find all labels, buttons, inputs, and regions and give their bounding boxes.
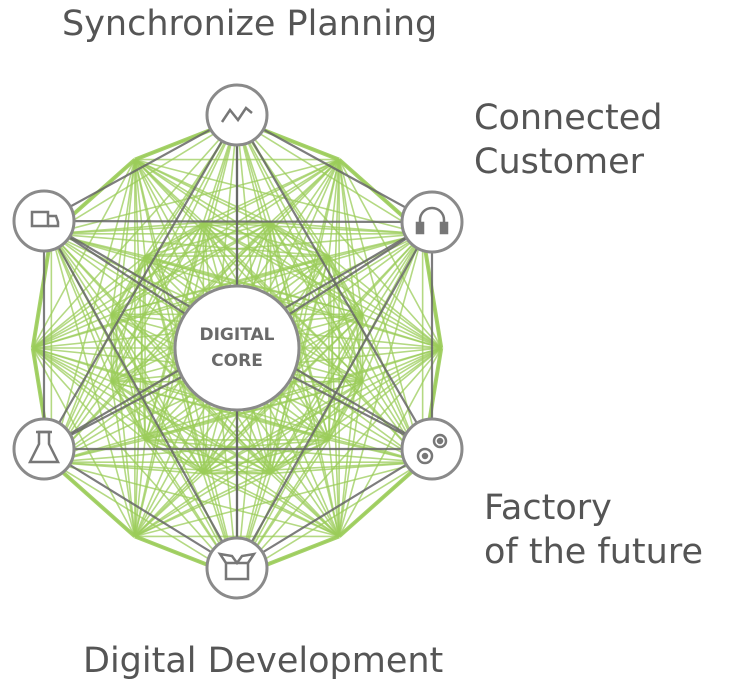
flask-icon: [27, 430, 61, 464]
mesh-line: [144, 158, 340, 257]
mesh-line: [32, 347, 330, 441]
mesh-line: [134, 158, 330, 257]
mesh-line: [110, 313, 272, 475]
factory-of-the-future-label: Factory of the future: [484, 486, 703, 574]
mesh-line: [328, 255, 364, 315]
node-connection-line: [236, 114, 433, 223]
synchronize-planning-label: Synchronize Planning: [62, 4, 438, 44]
mesh-line: [144, 221, 204, 257]
mesh-line: [328, 347, 442, 441]
node-connection-line: [236, 448, 433, 569]
bottom-node: [205, 536, 269, 600]
mesh-line: [110, 381, 146, 441]
mesh-line: [134, 159, 146, 440]
mesh-line: [202, 221, 364, 383]
node-connection-line: [43, 114, 238, 450]
mesh-line: [203, 158, 340, 224]
node-connection-line: [236, 114, 433, 450]
mesh-line: [328, 381, 364, 441]
mesh-line: [32, 347, 272, 475]
mesh-line: [50, 233, 136, 537]
mesh-line: [110, 222, 205, 383]
mesh-line: [144, 439, 271, 475]
mesh-line: [134, 222, 205, 537]
mesh-line: [110, 158, 340, 316]
mesh-line: [144, 222, 205, 441]
mesh-line: [50, 233, 146, 441]
lower-left-node: [12, 417, 76, 481]
mesh-line: [110, 159, 136, 382]
mesh-line: [134, 472, 204, 538]
mesh-rim-line: [30, 233, 54, 349]
gears-icon: [416, 433, 448, 465]
mesh-line: [134, 158, 364, 316]
mesh-line: [362, 347, 442, 383]
mesh-rim-line: [337, 460, 424, 538]
mesh-line: [32, 347, 146, 441]
mesh-line: [202, 221, 363, 316]
box-icon: [217, 552, 257, 581]
mesh-line: [270, 221, 442, 349]
mesh-line: [134, 439, 330, 538]
core-line1: DIGITAL: [200, 325, 275, 345]
mesh-line: [134, 159, 146, 257]
mesh-line: [110, 255, 146, 315]
line-chart-icon: [220, 106, 253, 123]
mesh-line: [270, 221, 330, 257]
mesh-line: [202, 347, 442, 475]
mesh-line: [144, 255, 363, 316]
mesh-line: [144, 255, 205, 474]
mesh-line: [110, 381, 204, 475]
mesh-line: [328, 439, 340, 537]
mesh-line: [51, 221, 271, 235]
mesh-line: [361, 233, 424, 315]
node-connection-line: [236, 221, 433, 569]
mesh-line: [110, 221, 204, 315]
digital-development-label: Digital Development: [83, 641, 444, 681]
mesh-line: [32, 347, 136, 537]
mesh-line: [111, 380, 330, 441]
mesh-line: [134, 380, 364, 538]
mesh-line: [328, 159, 340, 257]
node-connection-line: [43, 114, 238, 222]
factory-line1: Factory: [484, 488, 612, 528]
mesh-rim-line: [50, 460, 137, 538]
mesh-line: [269, 222, 340, 537]
mesh-line: [144, 439, 340, 538]
upper-left-node: [12, 189, 76, 253]
mesh-line: [51, 461, 204, 475]
mesh-line: [110, 159, 136, 315]
mesh-line: [32, 347, 112, 383]
mesh-line: [134, 439, 146, 537]
digital-core: DIGITAL CORE: [173, 284, 301, 412]
truck-icon: [30, 210, 60, 228]
mesh-line: [338, 381, 364, 537]
mesh-line: [50, 461, 238, 578]
node-connection-line: [43, 448, 238, 569]
mesh-line: [134, 159, 205, 474]
mesh-line: [134, 158, 204, 224]
core-line2: CORE: [211, 351, 263, 371]
lower-right-node: [400, 417, 464, 481]
mesh-line: [236, 255, 330, 577]
mesh-line: [50, 233, 113, 382]
mesh-line: [110, 314, 146, 441]
mesh-line: [338, 159, 364, 315]
connected-customer-line1: Connected: [474, 98, 663, 138]
connected-customer-label: Connected Customer: [474, 96, 662, 184]
headset-icon: [415, 206, 449, 235]
top-node: [205, 83, 269, 147]
connected-customer-line2: Customer: [474, 142, 645, 182]
factory-line2: of the future: [484, 532, 703, 572]
mesh-line: [328, 255, 424, 463]
node-connection-line: [43, 220, 238, 569]
mesh-line: [32, 159, 136, 349]
mesh-line: [203, 221, 330, 257]
mesh-line: [51, 461, 271, 475]
upper-right-node: [400, 190, 464, 254]
